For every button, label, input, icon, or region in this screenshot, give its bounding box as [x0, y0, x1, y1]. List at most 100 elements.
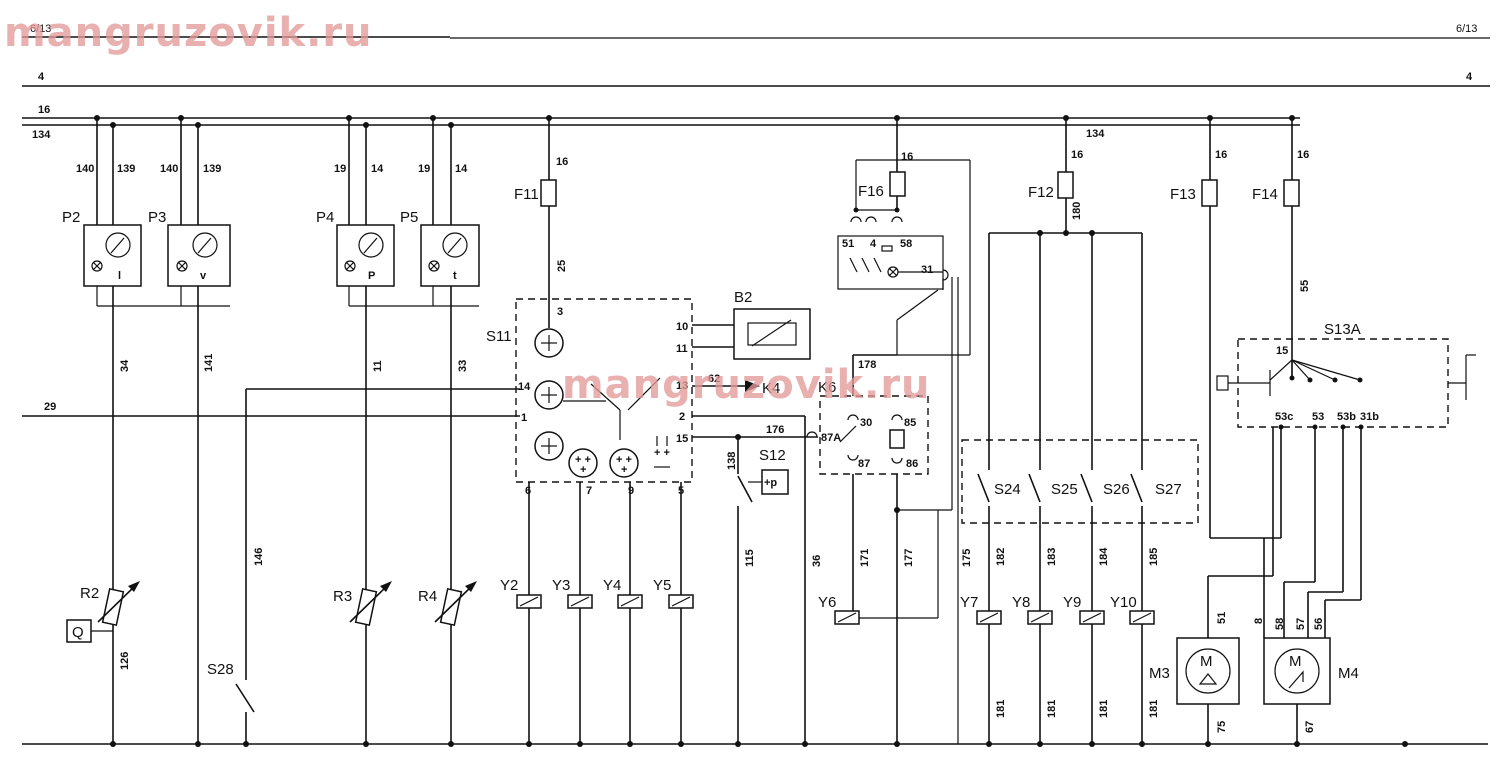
- fuse-name: F11: [514, 186, 539, 203]
- motor-name: M4: [1338, 665, 1359, 682]
- pin-label: 87A: [821, 432, 841, 444]
- gauge-p4: 19 14 P P4: [316, 115, 395, 287]
- pin-label: 51: [842, 238, 854, 250]
- wire-label: 16: [1071, 149, 1083, 161]
- wire-label: 181: [995, 700, 1007, 718]
- pin-label: 14: [518, 381, 531, 393]
- valve-name: Y6: [818, 594, 836, 611]
- wire-label: 140: [76, 163, 94, 175]
- pin-label: 1: [521, 412, 527, 424]
- sensor-name: R3: [333, 588, 352, 605]
- switch-name: S12: [759, 447, 786, 464]
- watermark-top: mangruzovik.ru: [4, 10, 373, 56]
- relay-k6: 178 K6 87A 30 85 87 86 171 177 175: [806, 277, 973, 747]
- wire-label: 19: [418, 163, 430, 175]
- wire-label: 146: [253, 548, 265, 566]
- pin-label: 6: [525, 485, 531, 497]
- svg-text:+ +: + +: [654, 447, 670, 459]
- pin-label: 30: [860, 417, 872, 429]
- wire-label: 34: [119, 359, 131, 372]
- switch-name: S27: [1155, 481, 1182, 498]
- switch-name: S28: [207, 661, 234, 678]
- wire-label: 8: [1253, 618, 1265, 624]
- wire-label: 185: [1148, 548, 1160, 566]
- relay-name: K6: [818, 379, 836, 396]
- page-ref-right: 6/13: [1456, 23, 1477, 35]
- switch-name: S26: [1103, 481, 1130, 498]
- pin-label: 10: [676, 321, 688, 333]
- wire-label: 138: [726, 452, 738, 470]
- pin-label: 53: [1312, 411, 1324, 423]
- fuse-name: F16: [858, 183, 884, 200]
- switch-name: S24: [994, 481, 1021, 498]
- wire-label: 139: [117, 163, 135, 175]
- pin-label: 31: [921, 264, 933, 276]
- valve-y6: Y6: [818, 510, 939, 625]
- pin-label: 87: [858, 458, 870, 470]
- component-b2: B2: [733, 289, 811, 360]
- switch-s12: +p S12 138 115: [726, 437, 789, 744]
- pin-label: 3: [557, 306, 563, 318]
- wire-label: 177: [903, 549, 915, 567]
- gauge-symbol: v: [200, 270, 207, 282]
- pin-label: 85: [904, 417, 916, 429]
- page-ref-left: 6/13: [30, 23, 51, 35]
- sensor-r2: R2 Q 126: [66, 581, 140, 670]
- wire-label: 67: [1304, 721, 1316, 733]
- bus-rails: [22, 36, 1490, 745]
- pin-label: 31b: [1360, 411, 1379, 423]
- rail-134-label: 134: [32, 129, 51, 141]
- wire-label: 58: [1274, 618, 1286, 630]
- wire-label: 171: [859, 549, 871, 567]
- wire-label: 14: [371, 163, 384, 175]
- gauge-name: P4: [316, 209, 334, 226]
- module-s11: 16 F11 25 S11 3 + ++ + ++ + + 14 1 10 11…: [486, 115, 693, 497]
- wire-label: 140: [160, 163, 178, 175]
- fuse-name: F14: [1252, 186, 1278, 203]
- pin-label: 4: [870, 238, 877, 250]
- wire-label: 183: [1046, 548, 1058, 566]
- wire-label: 16: [1215, 149, 1227, 161]
- valve-name: Y4: [603, 577, 621, 594]
- sensor-name: R4: [418, 588, 437, 605]
- pin-label: 53b: [1337, 411, 1356, 423]
- gauge-symbol: t: [453, 270, 457, 282]
- wire-label: 57: [1295, 618, 1307, 630]
- wire-label: 51: [1216, 612, 1228, 624]
- wire-label: 115: [744, 549, 756, 567]
- valve-name: Y5: [653, 577, 671, 594]
- wire-label: 16: [901, 151, 913, 163]
- fuse-f12-group: 134 16 F12 180 S24 S25 S26 S27 182 183 1…: [960, 115, 1199, 747]
- gauge-p3: 140 139 v P3: [148, 115, 231, 287]
- svg-text:+: +: [621, 464, 627, 476]
- gauge-p5: 19 14 t P5: [400, 115, 480, 287]
- wire-label: 56: [1313, 618, 1325, 630]
- wire-label: 33: [457, 360, 469, 372]
- valve-name: Y10: [1110, 594, 1137, 611]
- gauge-name: P3: [148, 209, 166, 226]
- relay-k4-name: K4: [762, 380, 780, 397]
- rail-4-label-right: 4: [1466, 71, 1473, 83]
- wire-label: 36: [811, 555, 823, 567]
- relay-block-f16: 16 F16 51 4 58 31: [837, 115, 971, 511]
- wire-label: 25: [556, 260, 568, 272]
- valve-name: Y2: [500, 577, 518, 594]
- wire-label: 182: [995, 548, 1007, 566]
- wire-label: 139: [203, 163, 221, 175]
- svg-text:+: +: [580, 464, 586, 476]
- pin-label: 15: [1276, 345, 1288, 357]
- valves-y2-y5: Y2 Y3 Y4 Y5: [500, 482, 808, 747]
- wire-label: 14: [455, 163, 468, 175]
- wire-label: 16: [556, 156, 568, 168]
- gauge-symbol: P: [368, 270, 375, 282]
- sensor-name: R2: [80, 585, 99, 602]
- gauge-p2: 140 139 l P2: [62, 115, 142, 287]
- gauge-name: P5: [400, 209, 418, 226]
- svg-text:+ +: + +: [616, 454, 632, 466]
- pin-label: 86: [906, 458, 918, 470]
- fuse-name: F13: [1170, 186, 1196, 203]
- wire-label: 175: [961, 549, 973, 567]
- pin-label: 2: [679, 411, 685, 423]
- wire-label: 126: [119, 652, 131, 670]
